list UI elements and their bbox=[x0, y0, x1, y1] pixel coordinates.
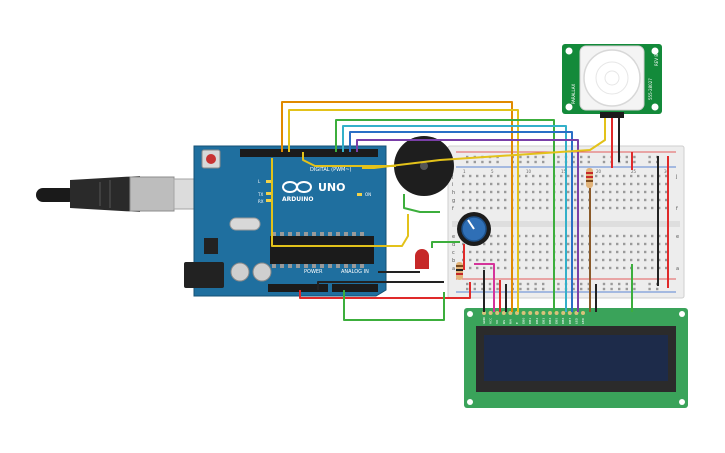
wire-buzzer bbox=[302, 152, 396, 167]
svg-text:c: c bbox=[452, 250, 455, 256]
svg-text:f: f bbox=[452, 206, 454, 212]
digital-header bbox=[240, 149, 378, 157]
pir-sensor: PARALLAX 555-28027 REV B bbox=[562, 44, 662, 118]
lcd-pin-label: DB0 bbox=[522, 318, 526, 324]
lcd-pin-label: LED bbox=[581, 317, 585, 324]
wire-cyan bbox=[342, 125, 567, 312]
lcd-pin-label: V0 bbox=[495, 320, 499, 324]
usb-cable bbox=[36, 176, 221, 212]
svg-text:f: f bbox=[676, 206, 678, 212]
lcd-pin-label: RW bbox=[508, 319, 512, 324]
resistor-backlight bbox=[586, 168, 593, 188]
lcd-pin-label: DB7 bbox=[568, 318, 572, 324]
svg-text:5: 5 bbox=[491, 169, 494, 174]
wire-green-top bbox=[335, 119, 555, 312]
svg-text:h: h bbox=[452, 190, 455, 196]
svg-text:30: 30 bbox=[664, 169, 670, 174]
lcd-pin bbox=[488, 311, 493, 315]
lcd-pin bbox=[521, 311, 526, 315]
lcd-pin-label: GND bbox=[482, 316, 486, 324]
svg-text:e: e bbox=[452, 234, 455, 240]
lcd-pin-label: VCC bbox=[489, 318, 493, 324]
wire-buzzer-gnd bbox=[403, 194, 440, 213]
svg-text:e: e bbox=[676, 234, 679, 240]
lcd-pin bbox=[581, 311, 585, 315]
arduino-logo-icon bbox=[282, 181, 312, 193]
wire-pot bbox=[271, 158, 409, 247]
lcd-pin bbox=[541, 311, 546, 315]
svg-text:a: a bbox=[676, 266, 679, 272]
wire-pot-to-led bbox=[431, 241, 460, 248]
analog-header bbox=[332, 284, 378, 292]
lcd-pin bbox=[528, 311, 533, 315]
red-led bbox=[415, 249, 429, 269]
svg-text:15: 15 bbox=[561, 169, 567, 174]
lcd-pin-label: DB2 bbox=[535, 318, 539, 324]
wire-yellow bbox=[288, 109, 519, 312]
wire-gnd-black bbox=[317, 281, 444, 290]
wire-analog-green bbox=[343, 290, 445, 321]
arduino-uno-board: ARDUINO UNO DIGITAL (PWM~) POWER ANALOG … bbox=[184, 145, 387, 297]
analog-label: ANALOG IN bbox=[341, 269, 369, 275]
lcd-pin bbox=[567, 311, 572, 315]
lcd-pin bbox=[501, 311, 506, 315]
lcd-pin-label: E bbox=[515, 322, 519, 324]
rx-label: RX bbox=[258, 199, 264, 204]
svg-text:25: 25 bbox=[631, 169, 637, 174]
digital-label: DIGITAL (PWM~) bbox=[310, 167, 352, 173]
lcd-pin bbox=[534, 311, 539, 315]
lcd-pin bbox=[561, 311, 566, 315]
potentiometer bbox=[457, 212, 491, 246]
on-label: ON bbox=[365, 192, 371, 197]
wire-lcd-pink bbox=[474, 263, 495, 312]
lcd-pin-label: RS bbox=[502, 320, 506, 324]
lcd-pin-label: LED bbox=[574, 317, 578, 324]
piezo-buzzer bbox=[394, 136, 454, 196]
breadboard-row-letters: j i h g f e d c b a j f e a bbox=[451, 174, 679, 272]
svg-text:10: 10 bbox=[526, 169, 532, 174]
lcd-screen bbox=[484, 335, 668, 381]
pir-right-label-2: REV B bbox=[654, 54, 659, 66]
power-header bbox=[268, 284, 328, 292]
svg-text:1: 1 bbox=[463, 169, 466, 174]
lcd-pin-label: DB3 bbox=[541, 318, 545, 324]
arduino-brand: ARDUINO bbox=[282, 196, 313, 203]
svg-text:j: j bbox=[675, 174, 677, 180]
svg-text:i: i bbox=[452, 182, 453, 188]
lcd-pin-label: DB5 bbox=[555, 318, 559, 324]
lcd-pin-label: DB1 bbox=[528, 318, 532, 324]
wire-purple bbox=[356, 139, 579, 312]
svg-text:20: 20 bbox=[596, 169, 602, 174]
wire-blue bbox=[349, 131, 573, 312]
wires bbox=[271, 101, 669, 321]
l-label: L bbox=[258, 179, 261, 184]
lcd-pin-label: DB4 bbox=[548, 318, 552, 324]
svg-text:g: g bbox=[452, 198, 455, 204]
resistor-led bbox=[456, 262, 463, 280]
wire-5v-red bbox=[299, 282, 471, 299]
power-label: POWER bbox=[304, 269, 323, 275]
pir-right-label-1: 555-28027 bbox=[648, 78, 653, 100]
wire-pir-signal bbox=[362, 118, 606, 169]
svg-text:a: a bbox=[452, 266, 455, 272]
pir-dome-icon bbox=[583, 49, 641, 107]
svg-text:b: b bbox=[452, 258, 455, 264]
tx-label: TX bbox=[257, 192, 263, 197]
svg-text:d: d bbox=[452, 242, 455, 248]
lcd-pin-label: DB6 bbox=[561, 318, 565, 324]
svg-text:j: j bbox=[451, 174, 453, 180]
lcd-pin bbox=[548, 311, 552, 315]
breadboard-column-numbers: 1 5 10 15 20 25 30 bbox=[463, 169, 670, 174]
lcd-pin bbox=[495, 311, 500, 315]
pir-left-label: PARALLAX bbox=[571, 83, 576, 104]
lcd-pin bbox=[554, 311, 559, 315]
wire-orange bbox=[281, 101, 513, 312]
arduino-model: UNO bbox=[318, 181, 346, 194]
